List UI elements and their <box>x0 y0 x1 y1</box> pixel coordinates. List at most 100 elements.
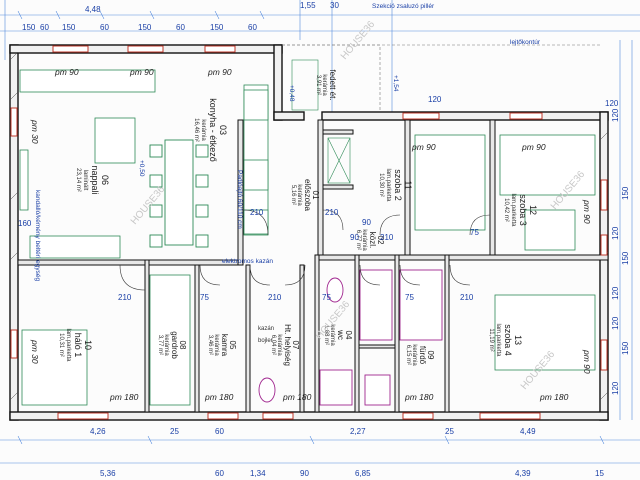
door-width: 75 <box>200 293 209 302</box>
svg-text:lam.parketta: lam.parketta <box>495 323 501 357</box>
watermark: HOUSE36 <box>549 169 588 212</box>
svg-text:6,77 m²: 6,77 m² <box>355 230 361 250</box>
svg-text:HOUSE36: HOUSE36 <box>129 184 168 227</box>
svg-text:kerámia: kerámia <box>296 184 302 206</box>
room-halo-1[interactable]: 10 háló 1 lam.parketta 10,31 m² <box>58 328 93 362</box>
svg-text:kerámia: kerámia <box>163 334 169 356</box>
window-label-side: pm 90 <box>582 199 592 224</box>
bottom-dimension: 1,34 <box>250 469 266 478</box>
door-width: 90 <box>362 218 371 227</box>
svg-text:kerámia: kerámia <box>411 344 417 366</box>
svg-text:150: 150 <box>621 341 630 355</box>
right-dimension: 150 <box>621 251 630 265</box>
bottom-dimension: 4,26 <box>90 427 106 436</box>
top-dimension: 60 <box>40 23 49 32</box>
room-kamra[interactable]: 05 kamra kerámia 3,46 m² <box>207 334 237 357</box>
bottom-dimension: 2,27 <box>350 427 366 436</box>
right-dimension: 120 <box>611 108 620 122</box>
dining-table <box>149 139 209 248</box>
svg-text:szoba 2: szoba 2 <box>393 169 403 201</box>
slope-outline <box>282 44 600 112</box>
svg-text:HOUSE36: HOUSE36 <box>519 349 558 392</box>
svg-text:11,19 m²: 11,19 m² <box>488 328 494 351</box>
dimension-lines <box>0 0 640 464</box>
svg-text:lam.parketta: lam.parketta <box>385 168 391 202</box>
svg-text:120: 120 <box>611 108 620 122</box>
covered-terrace-label: fedett ét. kerámia 3,91 m² <box>315 69 337 100</box>
bottom-dimension: 90 <box>300 469 309 478</box>
room-furdo[interactable]: 09 fürdő kerámia 6,15 m² <box>405 344 435 366</box>
svg-text:16,46 m²: 16,46 m² <box>193 118 199 142</box>
right-dimension: 150 <box>621 341 630 355</box>
dimension-label: 120 <box>428 95 442 104</box>
svg-text:120: 120 <box>611 381 620 395</box>
svg-text:kerámia: kerámia <box>361 229 367 251</box>
room-ht-helyiseg[interactable]: 07 Ht. helyiség kerámia 6,04 m² <box>270 324 300 366</box>
svg-text:120: 120 <box>611 286 620 300</box>
pillar-label: Szekció zsaluzó pillér <box>372 3 435 10</box>
svg-text:közl.: közl. <box>368 232 377 248</box>
top-dimension: 150 <box>138 23 152 32</box>
svg-text:háló 1: háló 1 <box>73 333 83 358</box>
door-width: 210 <box>118 293 132 302</box>
room-szoba-3[interactable]: 12 szoba 3 lam.parketta 10,42 m² <box>503 193 538 227</box>
room-wc[interactable]: 04 wc kerámia 1,68 m² <box>323 324 353 346</box>
door-width: 210 <box>325 208 339 217</box>
svg-text:3,91 m²: 3,91 m² <box>315 75 321 95</box>
dimension-label: 120 <box>605 99 619 108</box>
svg-text:09: 09 <box>426 351 435 360</box>
bottom-dimension: 5,36 <box>100 469 116 478</box>
svg-text:Ht. helyiség: Ht. helyiség <box>283 324 292 366</box>
svg-text:pm 30: pm 30 <box>30 119 40 144</box>
top-dimension: 60 <box>248 23 257 32</box>
door-width: 210 <box>268 293 282 302</box>
svg-text:kerámia: kerámia <box>276 334 282 356</box>
svg-text:10,31 m²: 10,31 m² <box>58 333 64 357</box>
door-swings <box>119 209 491 291</box>
fireplace-label: kandalló/kémény beltéri egység <box>34 190 41 281</box>
bottom-dimension: 6,85 <box>355 469 371 478</box>
door-width: 75 <box>322 293 331 302</box>
right-dimension: 120 <box>611 316 620 330</box>
window-label: pm 90 <box>207 67 232 77</box>
elevation-marker: +0,50 <box>138 160 145 177</box>
svg-text:11: 11 <box>403 180 413 189</box>
top-dimension: 150 <box>62 23 76 32</box>
svg-text:konyha - étkező: konyha - étkező <box>208 98 218 162</box>
svg-text:fürdő: fürdő <box>418 346 427 365</box>
svg-text:lam.parketta: lam.parketta <box>510 193 516 227</box>
room-szoba-4[interactable]: 13 szoba 4 lam.parketta 11,19 m² <box>488 323 523 357</box>
room-kozl[interactable]: 02 közl. kerámia 6,77 m² <box>355 229 385 251</box>
svg-text:3,46 m²: 3,46 m² <box>207 335 213 355</box>
room-szoba-2[interactable]: 11 szoba 2 lam.parketta 10,30 m² <box>378 168 413 202</box>
svg-text:3,77 m²: 3,77 m² <box>157 335 163 355</box>
svg-text:kerámia: kerámia <box>213 334 219 356</box>
svg-text:+0,50: +0,50 <box>138 160 145 177</box>
svg-text:10,30 m²: 10,30 m² <box>378 173 384 197</box>
door-width: 75 <box>470 228 479 237</box>
interior-walls <box>17 119 609 413</box>
svg-text:előszoba: előszoba <box>303 179 312 212</box>
dimension-label: 160 <box>18 219 32 228</box>
room-konyha[interactable]: 03 konyha - étkező kerámia 16,46 m² <box>193 98 228 162</box>
room-eloszoba[interactable]: 01 előszoba kerámia 5,16 m² <box>290 179 320 212</box>
bottom-dimension: 15 <box>595 469 604 478</box>
svg-text:kandalló/kémény beltéri egység: kandalló/kémény beltéri egység <box>34 190 41 281</box>
elevation-marker: +0,48 <box>288 85 295 102</box>
room-nappali[interactable]: 06 nappali laminált 23,14 m² <box>75 165 110 194</box>
furnace-label: kazán <box>258 326 274 332</box>
floor-hatch-label: Padlóajtó 60/110 cm <box>236 170 243 229</box>
watermark: HOUSE36 <box>339 19 378 62</box>
svg-text:Padlóajtó 60/110 cm: Padlóajtó 60/110 cm <box>236 170 243 229</box>
boiler-tank-label: bojler <box>258 338 273 344</box>
svg-text:05: 05 <box>228 341 237 350</box>
svg-text:kerámia: kerámia <box>321 74 327 96</box>
watermark: HOUSE36 <box>129 184 168 227</box>
svg-text:szoba 3: szoba 3 <box>518 194 528 226</box>
room-gardrob[interactable]: 08 gardrob kerámia 3,77 m² <box>157 331 187 359</box>
door-width: 75 <box>405 293 414 302</box>
window-label: pm 180 <box>539 392 569 402</box>
bottom-dimension: 60 <box>215 427 224 436</box>
